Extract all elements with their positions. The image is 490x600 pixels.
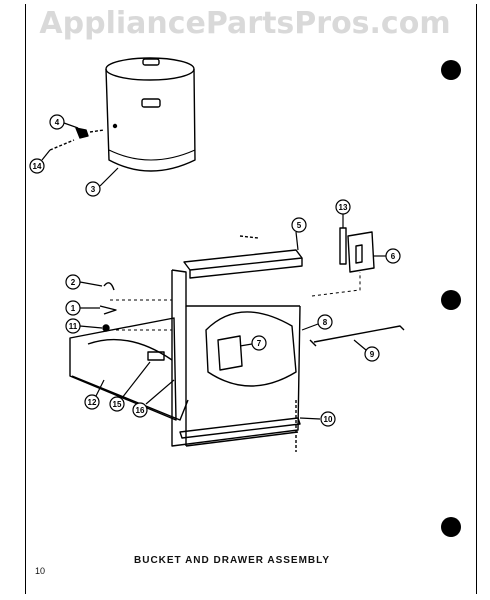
drawer-body-drawing	[171, 269, 301, 447]
svg-text:14: 14	[33, 162, 42, 171]
svg-text:5: 5	[297, 221, 302, 230]
svg-text:1: 1	[71, 304, 76, 313]
page-frame	[25, 4, 477, 594]
diagram-caption: BUCKET AND DRAWER ASSEMBLY	[134, 555, 331, 566]
drawer-front-drawing	[69, 317, 189, 421]
page-number: 10	[35, 566, 46, 576]
callout-10: 10	[299, 411, 336, 427]
callout-14: 14	[29, 149, 51, 174]
svg-text:8: 8	[323, 318, 328, 327]
svg-text:3: 3	[91, 185, 96, 194]
callout-1: 1	[65, 300, 100, 316]
bottom-strip-drawing	[179, 400, 301, 452]
callout-3: 3	[85, 167, 119, 197]
callout-4: 4	[49, 114, 79, 130]
svg-text:10: 10	[324, 415, 333, 424]
callout-2: 2	[65, 274, 103, 290]
svg-text:15: 15	[113, 400, 122, 409]
svg-text:7: 7	[257, 339, 262, 348]
svg-text:9: 9	[370, 350, 375, 359]
callout-5: 5	[291, 217, 307, 251]
binder-hole-top	[441, 60, 461, 80]
svg-text:2: 2	[71, 278, 76, 287]
assembly-leaders	[110, 272, 361, 331]
rod-drawing	[309, 325, 405, 347]
callout-16: 16	[132, 379, 175, 418]
callout-13: 13	[335, 199, 351, 228]
callout-6: 6	[374, 248, 401, 264]
svg-text:16: 16	[136, 406, 145, 415]
svg-text:4: 4	[55, 118, 60, 127]
top-rail-drawing	[183, 235, 303, 279]
callout-8: 8	[301, 314, 333, 331]
svg-text:11: 11	[69, 322, 78, 331]
watermark-logo: AppliancePartsPros.com	[39, 6, 451, 41]
callout-7: 7	[239, 335, 267, 351]
callout-15: 15	[109, 361, 151, 412]
callout-9: 9	[353, 339, 380, 362]
callout-12: 12	[84, 379, 105, 410]
binder-hole-middle	[441, 290, 461, 310]
svg-text:6: 6	[391, 252, 396, 261]
svg-text:13: 13	[339, 203, 348, 212]
bucket-drawing	[105, 57, 196, 172]
binder-hole-bottom	[441, 517, 461, 537]
callout-11: 11	[65, 318, 103, 334]
bracket-drawing	[339, 227, 375, 273]
small-hardware-drawing	[99, 282, 117, 332]
handle-hardware-drawing	[49, 127, 105, 151]
svg-text:12: 12	[88, 398, 97, 407]
